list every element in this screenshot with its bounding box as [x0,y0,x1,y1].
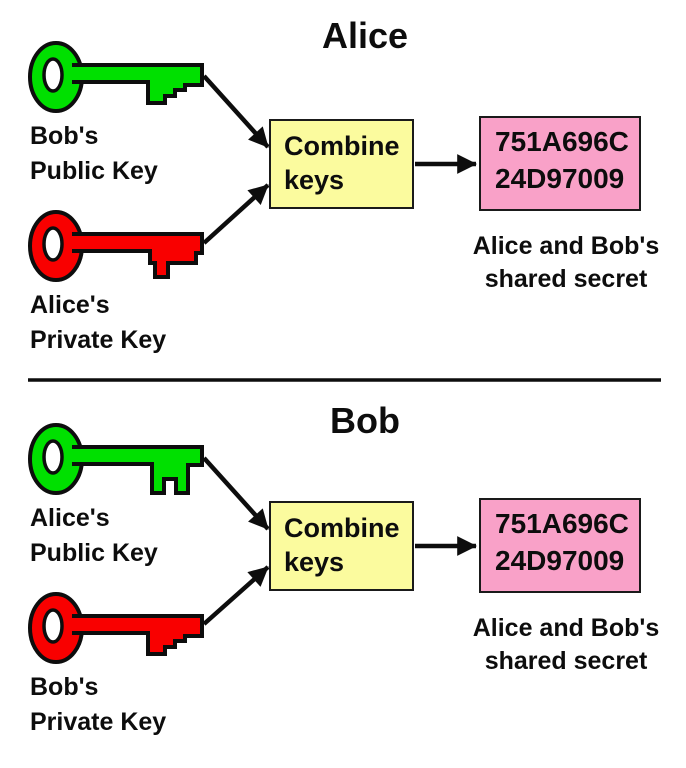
key-shaft [72,63,204,105]
combine-keys-line2: keys [284,547,345,577]
alice-section: Alice Bob's Public Key Alice's Private K… [0,0,686,382]
public-key-label: Bob's Public Key [30,119,158,189]
section-title-alice: Alice [321,15,409,56]
key-joint [70,67,84,80]
key-shaft [72,614,204,656]
public-key-label-line2: Public Key [30,157,158,185]
key-shaft [72,445,204,495]
private-key-label-line1: Bob's [30,673,99,701]
public-key-label-line1: Alice's [30,504,110,532]
shared-secret-caption: Alice and Bob's shared secret [455,612,677,678]
key-hole [42,439,64,475]
section-title-bob: Bob [330,400,400,441]
key-joint [70,236,84,249]
private-key-icon [28,210,204,282]
public-key-icon [28,423,204,495]
private-key-icon [28,592,204,664]
public-key-label: Alice's Public Key [30,501,158,571]
shared-secret-value-line2: 24D97009 [495,545,625,576]
combine-keys-box: Combine keys [269,119,414,209]
shared-secret-box: 751A696C 24D97009 [479,498,641,593]
bob-section: Bob Alice's Public Key Bob's Private Key… [0,382,686,764]
arrow-public-key-to-combine [202,456,270,531]
private-key-label-line2: Private Key [30,326,167,354]
shared-secret-value-line1: 751A696C [495,126,629,157]
key-joint [70,449,84,462]
arrow-public-key-to-combine [202,74,270,149]
key-hole [42,226,64,262]
key-hole [42,608,64,644]
combine-keys-line2: keys [284,165,345,195]
caption-line2: shared secret [484,265,648,293]
shared-secret-box: 751A696C 24D97009 [479,116,641,211]
caption-line2: shared secret [484,647,648,675]
key-shaft [72,232,204,279]
public-key-label-line1: Bob's [30,122,99,150]
shared-secret-caption: Alice and Bob's shared secret [455,230,677,296]
combine-keys-box: Combine keys [269,501,414,591]
private-key-label: Bob's Private Key [30,670,166,740]
public-key-label-line2: Public Key [30,539,158,567]
key-joint [70,618,84,631]
caption-line1: Alice and Bob's [472,614,660,642]
arrow-private-key-to-combine [202,565,270,626]
shared-secret-value-line2: 24D97009 [495,163,625,194]
private-key-label-line1: Alice's [30,291,110,319]
caption-line1: Alice and Bob's [472,232,660,260]
combine-keys-line1: Combine [284,131,400,161]
key-hole [42,57,64,93]
shared-secret-value-line1: 751A696C [495,508,629,539]
arrow-private-key-to-combine [202,183,270,245]
public-key-icon [28,41,204,113]
combine-keys-line1: Combine [284,513,400,543]
private-key-label-line2: Private Key [30,708,167,736]
private-key-label: Alice's Private Key [30,288,166,358]
